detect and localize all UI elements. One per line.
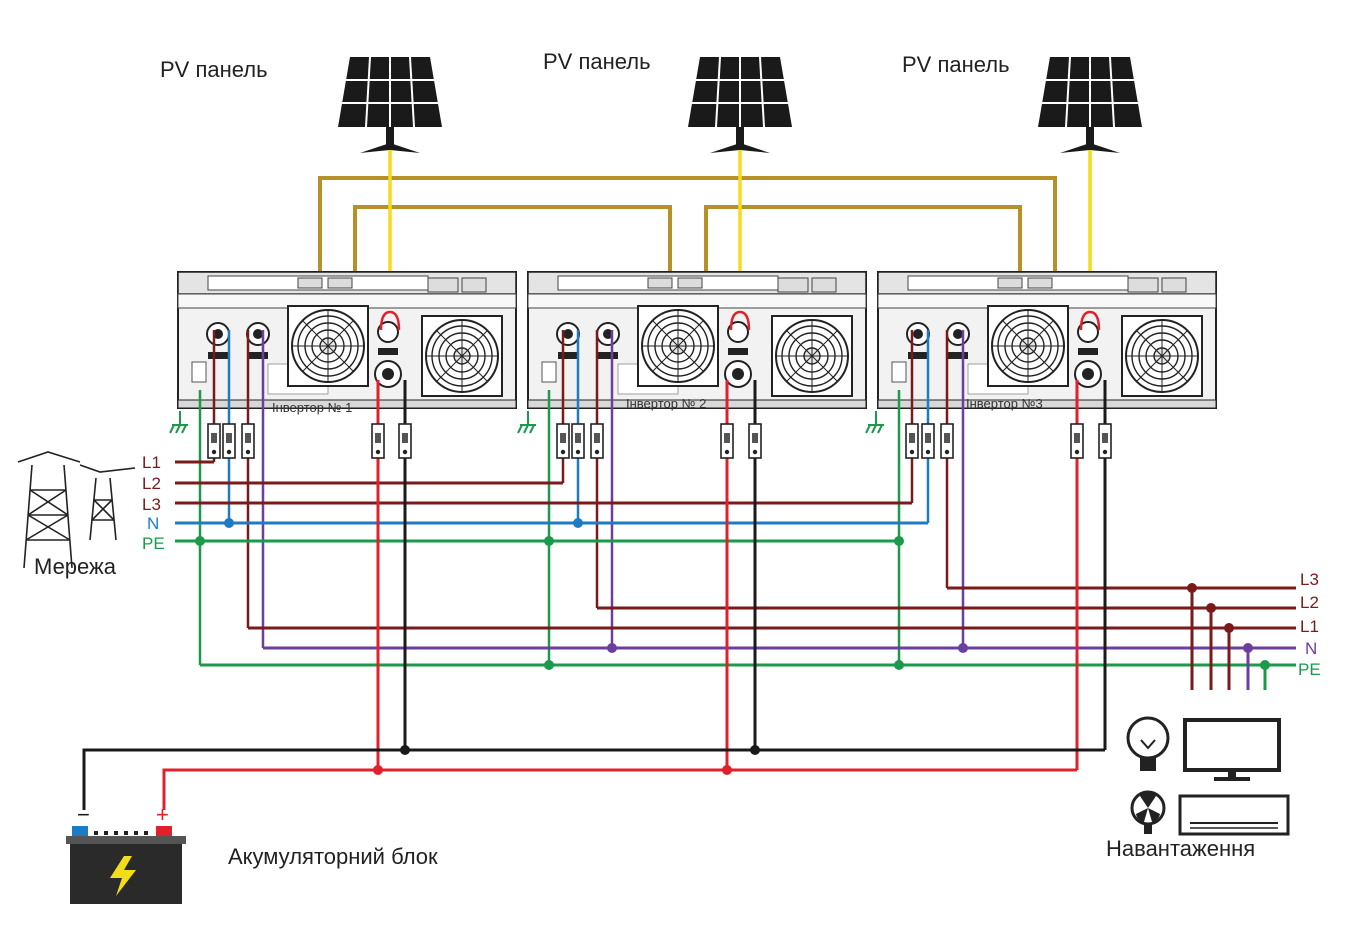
pv-label-3: PV панель <box>902 52 1010 77</box>
load-line-label: L1 <box>1300 617 1319 636</box>
battery-label: Акумуляторний блок <box>228 844 438 869</box>
inverter-label-1: Інвертор № 1 <box>272 400 352 415</box>
fan-icon <box>1130 790 1166 834</box>
grid-line-label: L2 <box>142 474 161 493</box>
solar-panel-icon <box>1037 56 1143 154</box>
solar-panel-icon <box>337 56 443 154</box>
tv-icon <box>1183 718 1281 781</box>
inverter-label-3: Інвертор №3 <box>966 396 1043 411</box>
lightbulb-icon <box>1126 716 1170 771</box>
pv-label-2: PV панель <box>543 49 651 74</box>
grid-line-label: L3 <box>142 495 161 514</box>
grid-line-label: N <box>147 514 159 533</box>
ground-icon <box>517 410 537 434</box>
air-conditioner-icon <box>1178 794 1290 836</box>
grid-line-label: L1 <box>142 453 161 472</box>
ground-icon <box>169 410 189 434</box>
breaker-icon <box>207 423 1112 459</box>
grid-line-label: PE <box>142 534 165 553</box>
solar-panel-icon <box>687 56 793 154</box>
load-line-label: PE <box>1298 660 1321 679</box>
grid-label: Мережа <box>34 554 117 579</box>
power-tower-icon <box>17 451 136 569</box>
battery-minus-sign: − <box>77 802 90 827</box>
parallel-cables <box>318 176 1057 280</box>
load-line-label: L3 <box>1300 570 1319 589</box>
battery-plus-sign: + <box>156 802 169 827</box>
inverter-label-2: Інвертор № 2 <box>626 396 706 411</box>
pv-label-1: PV панель <box>160 57 268 82</box>
load-line-label: L2 <box>1300 593 1319 612</box>
load-line-label: N <box>1305 639 1317 658</box>
ground-icon <box>865 410 885 434</box>
battery-icon <box>66 826 186 904</box>
load-label: Навантаження <box>1106 836 1255 861</box>
